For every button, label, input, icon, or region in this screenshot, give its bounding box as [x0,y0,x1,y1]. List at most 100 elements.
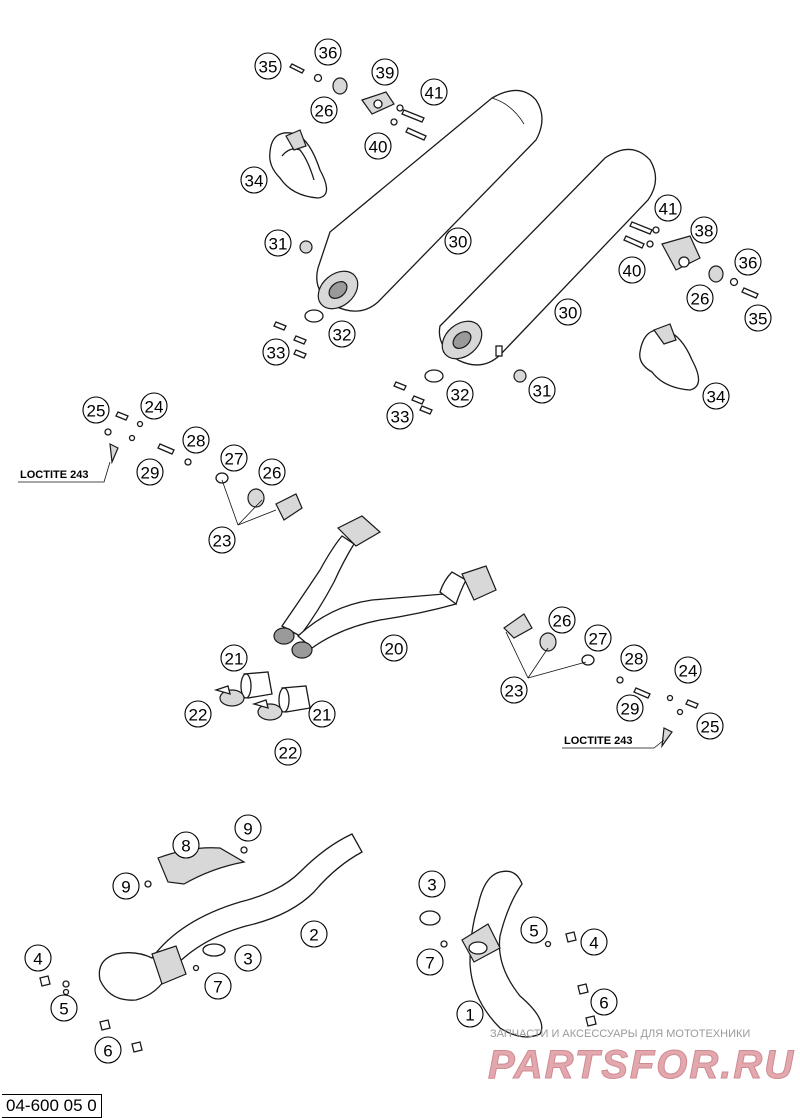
callout-circle [140,392,168,420]
callout-number: 8 [181,837,190,856]
callout-number: 30 [449,233,468,252]
callout-number: 29 [141,464,160,483]
callout-number: 38 [695,222,714,241]
callout-number: 33 [391,408,410,427]
callout-33: 33 [262,338,290,366]
callout-40: 40 [618,256,646,284]
callout-number: 40 [369,138,388,157]
callout-circle [136,458,164,486]
callout-number: 21 [313,706,332,725]
callout-25: 25 [82,396,110,424]
callout-28: 28 [182,426,210,454]
watermark: ЗАПЧАСТИ И АКСЕССУАРЫ ДЛЯ МОТОТЕХНИКИ PA… [488,1028,795,1088]
callout-circle [744,304,772,332]
callout-number: 36 [319,44,338,63]
callout-number: 3 [427,876,436,895]
callout-number: 23 [505,682,524,701]
callout-26: 26 [258,458,286,486]
callout-circle [240,166,268,194]
clamps [213,671,311,721]
callout-number: 26 [263,464,282,483]
watermark-brand: PARTSFOR.RU [488,1043,795,1087]
callout-number: 27 [589,630,608,649]
callout-circle [234,944,262,972]
callout-34: 34 [240,166,268,194]
callout-circle [528,376,556,404]
callout-number: 32 [451,386,470,405]
callout-circle [674,656,702,684]
callout-number: 33 [267,344,286,363]
callout-circle [208,526,236,554]
callout-circle [500,676,528,704]
callout-circle [696,712,724,740]
callout-circle [386,402,414,430]
callout-number: 35 [259,58,278,77]
callout-circle [50,994,78,1022]
muffler-hardware-top [269,63,427,359]
callout-circle [182,426,210,454]
callout-41: 41 [420,78,448,106]
callout-circle [371,58,399,86]
callout-35: 35 [254,52,282,80]
callout-number: 5 [529,922,538,941]
callout-circle [548,606,576,634]
callout-33: 33 [386,402,414,430]
callout-circle [446,380,474,408]
callout-number: 22 [279,744,298,763]
callout-circle [82,396,110,424]
callout-circle [620,644,648,672]
callout-number: 36 [739,254,758,273]
callout-number: 25 [87,402,106,421]
callout-5: 5 [50,994,78,1022]
callout-number: 24 [145,398,164,417]
callout-22: 22 [274,738,302,766]
callout-7: 7 [204,972,232,1000]
callout-circle [702,382,730,410]
callout-circle [300,920,328,948]
callout-32: 32 [328,320,356,348]
callout-8: 8 [172,831,200,859]
callout-circle [686,284,714,312]
callout-22: 22 [184,700,212,728]
muffler-left [316,89,543,312]
callout-36: 36 [734,248,762,276]
callout-25: 25 [696,712,724,740]
callout-circle [172,831,200,859]
callout-31: 31 [528,376,556,404]
callout-number: 27 [225,450,244,469]
callout-number: 32 [333,326,352,345]
callout-41: 41 [654,194,682,222]
callout-circle [444,227,472,255]
callout-circle [590,988,618,1016]
callout-circle [220,444,248,472]
callout-24: 24 [140,392,168,420]
callout-number: 28 [625,650,644,669]
callout-circle [618,256,646,284]
callout-circle [24,944,52,972]
muffler-right [438,148,657,366]
callout-circle [184,700,212,728]
callout-circle [364,132,392,160]
callout-29: 29 [136,458,164,486]
callout-number: 25 [701,718,720,737]
callout-number: 31 [269,235,288,254]
callout-23: 23 [500,676,528,704]
muffler-hardware-right [393,221,759,415]
callout-circle [554,298,582,326]
callout-circle [262,338,290,366]
callout-6: 6 [590,988,618,1016]
drawing-code: 04-600 05 0 [2,1094,102,1118]
callout-circle [584,624,612,652]
callout-35: 35 [744,304,772,332]
y-pipe-hardware-left [104,411,303,521]
callout-number: 26 [553,612,572,631]
callout-number: 22 [189,706,208,725]
callout-number: 4 [589,934,598,953]
callout-circle [380,634,408,662]
callout-number: 6 [103,1042,112,1061]
callout-number: 9 [243,820,252,839]
callout-34: 34 [702,382,730,410]
callout-27: 27 [584,624,612,652]
